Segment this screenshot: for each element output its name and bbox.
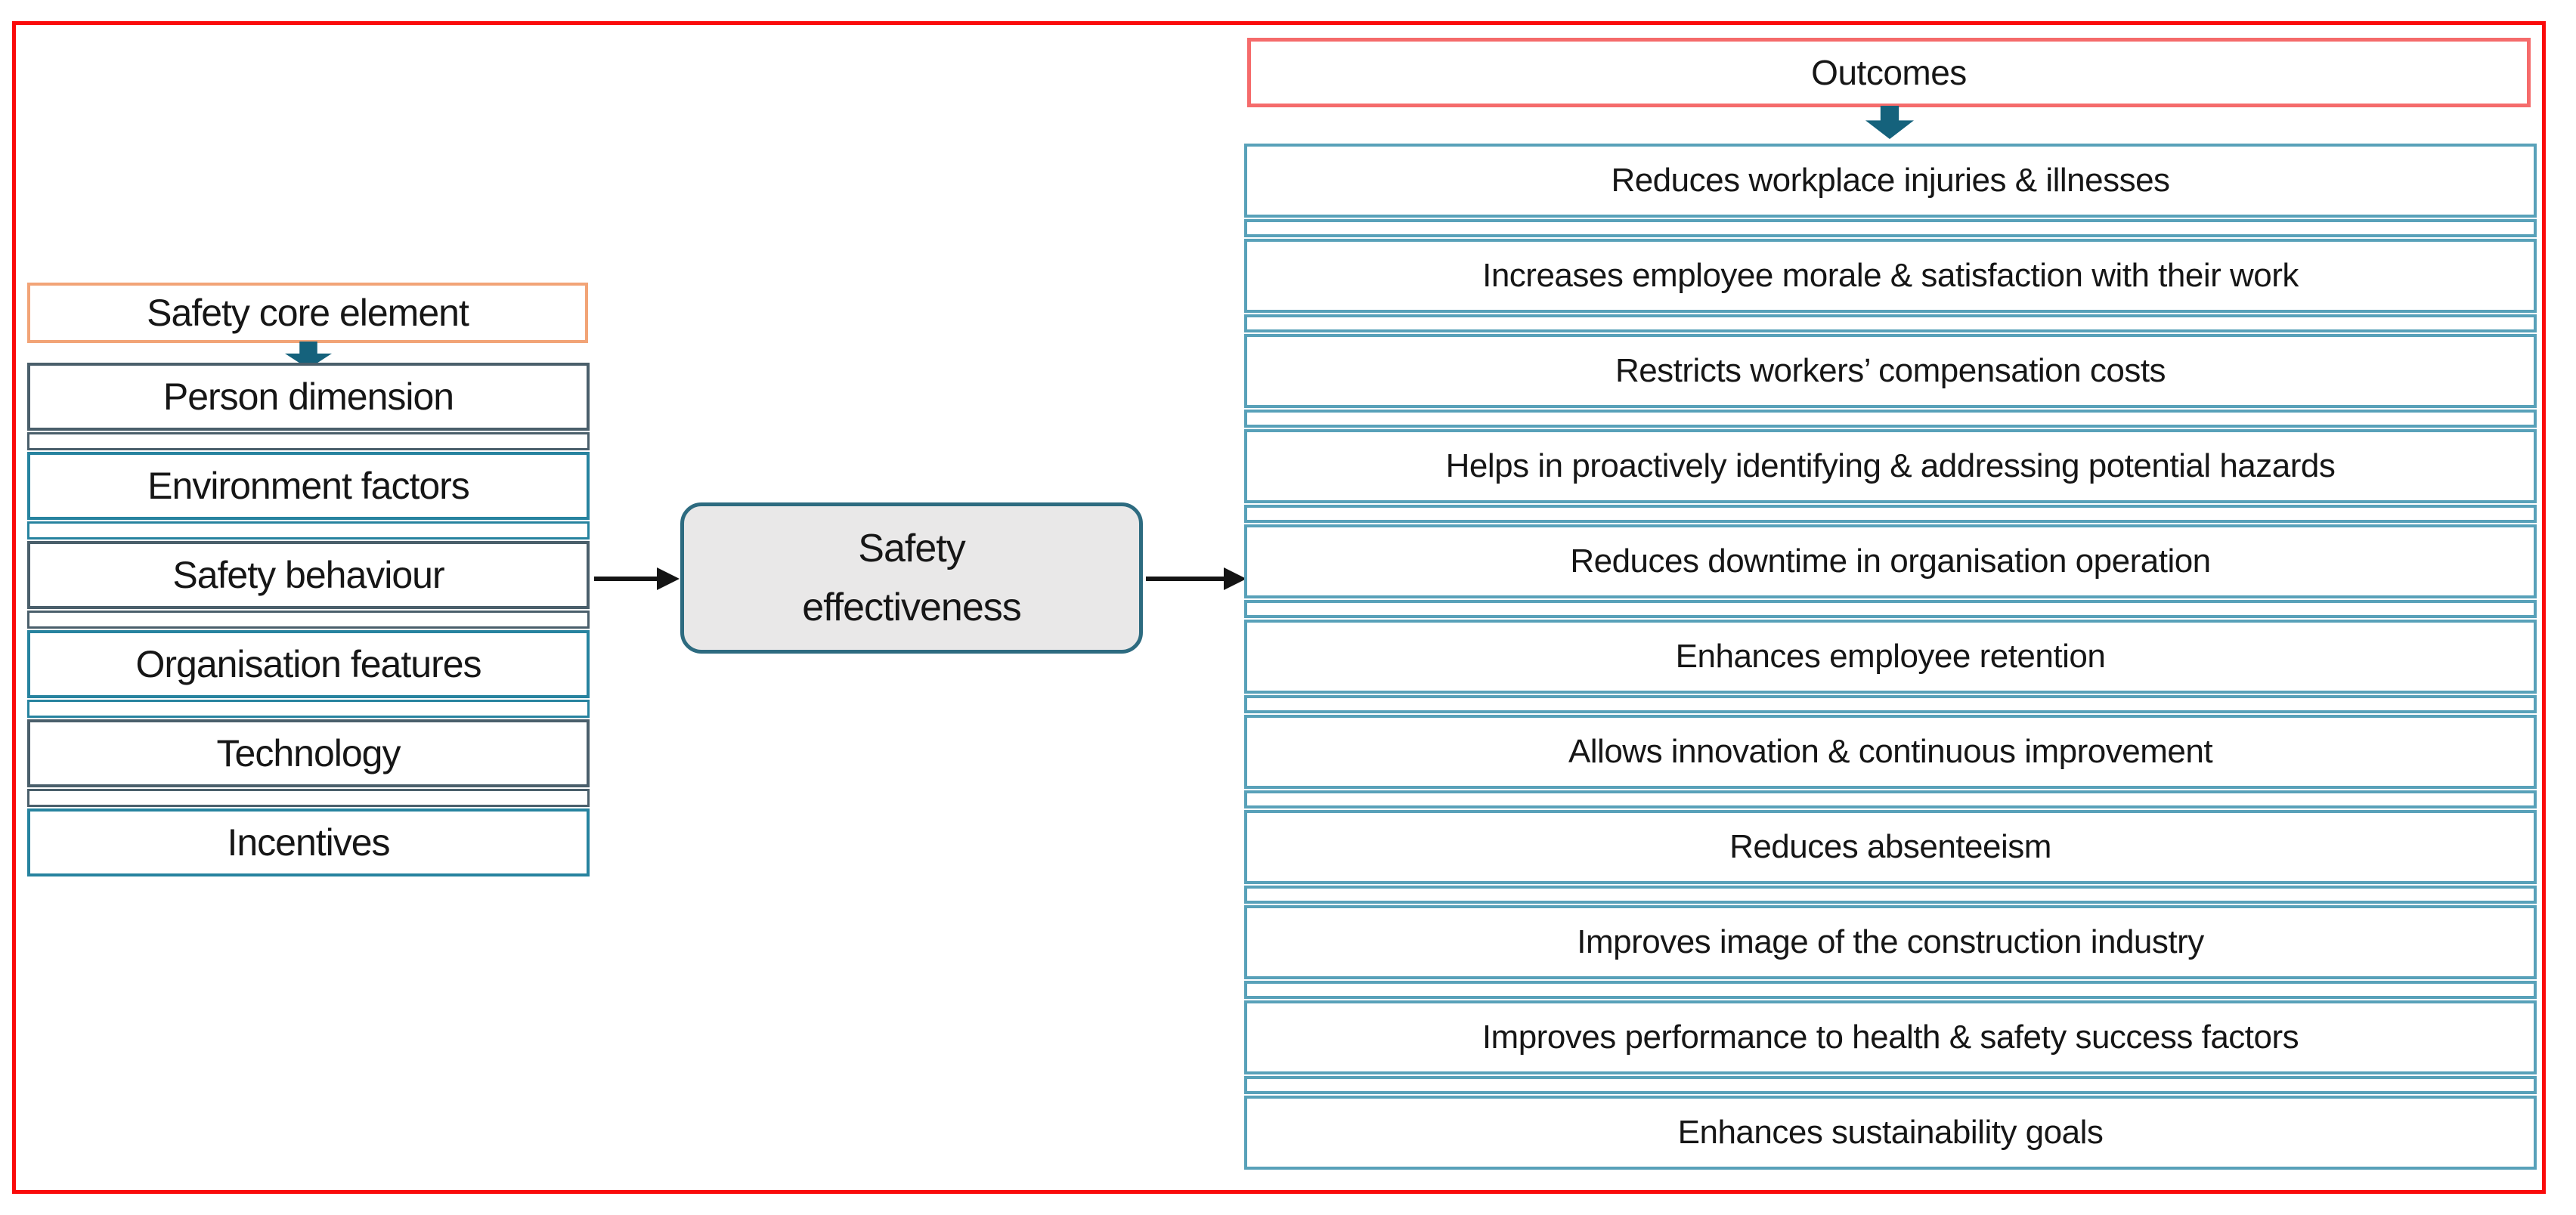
arrowhead-right-icon: [657, 567, 680, 590]
list-item: Helps in proactively identifying & addre…: [1244, 429, 2537, 503]
list-separator-row: [27, 432, 590, 450]
list-separator-row: [1244, 505, 2537, 523]
list-item: Improves image of the construction indus…: [1244, 905, 2537, 979]
list-separator-row: [27, 700, 590, 718]
list-item: Enhances employee retention: [1244, 620, 2537, 694]
center-label-line2: effectiveness: [802, 586, 1022, 629]
list-separator-row: [27, 521, 590, 539]
list-separator-row: [27, 789, 590, 807]
list-separator-row: [1244, 1076, 2537, 1094]
arrowhead-right-icon: [1224, 567, 1246, 590]
left-header-box: Safety core element: [27, 283, 588, 343]
list-item: Reduces workplace injuries & illnesses: [1244, 144, 2537, 218]
center-label: Safety effectiveness: [802, 519, 1022, 637]
list-separator-row: [1244, 600, 2537, 618]
outcomes-header-label: Outcomes: [1811, 53, 1967, 92]
outcomes-header-box: Outcomes: [1247, 38, 2531, 107]
list-separator-row: [1244, 695, 2537, 713]
list-item: Environment factors: [27, 452, 590, 520]
list-separator-row: [1244, 219, 2537, 237]
list-item: Allows innovation & continuous improveme…: [1244, 715, 2537, 789]
outer-frame: [12, 21, 2546, 1194]
list-item: Reduces downtime in organisation operati…: [1244, 524, 2537, 598]
connector-center-to-right: [1146, 567, 1246, 590]
list-separator-row: [1244, 314, 2537, 332]
center-label-line1: Safety: [858, 527, 965, 570]
left-header-label: Safety core element: [147, 292, 469, 334]
list-item: Increases employee morale & satisfaction…: [1244, 239, 2537, 313]
list-separator-row: [1244, 790, 2537, 808]
list-item: Incentives: [27, 808, 590, 876]
connector-left-to-center: [594, 567, 680, 590]
list-separator-row: [1244, 410, 2537, 428]
list-item: Technology: [27, 719, 590, 787]
list-separator-row: [1244, 981, 2537, 999]
list-item: Organisation features: [27, 630, 590, 698]
list-separator-row: [27, 611, 590, 629]
center-node-safety-effectiveness: Safety effectiveness: [680, 502, 1143, 654]
list-item: Enhances sustainability goals: [1244, 1096, 2537, 1170]
list-item: Improves performance to health & safety …: [1244, 1000, 2537, 1074]
list-item: Reduces absenteeism: [1244, 810, 2537, 884]
list-item: Restricts workers’ compensation costs: [1244, 334, 2537, 408]
list-item: Person dimension: [27, 363, 590, 431]
list-separator-row: [1244, 886, 2537, 904]
list-item: Safety behaviour: [27, 541, 590, 609]
